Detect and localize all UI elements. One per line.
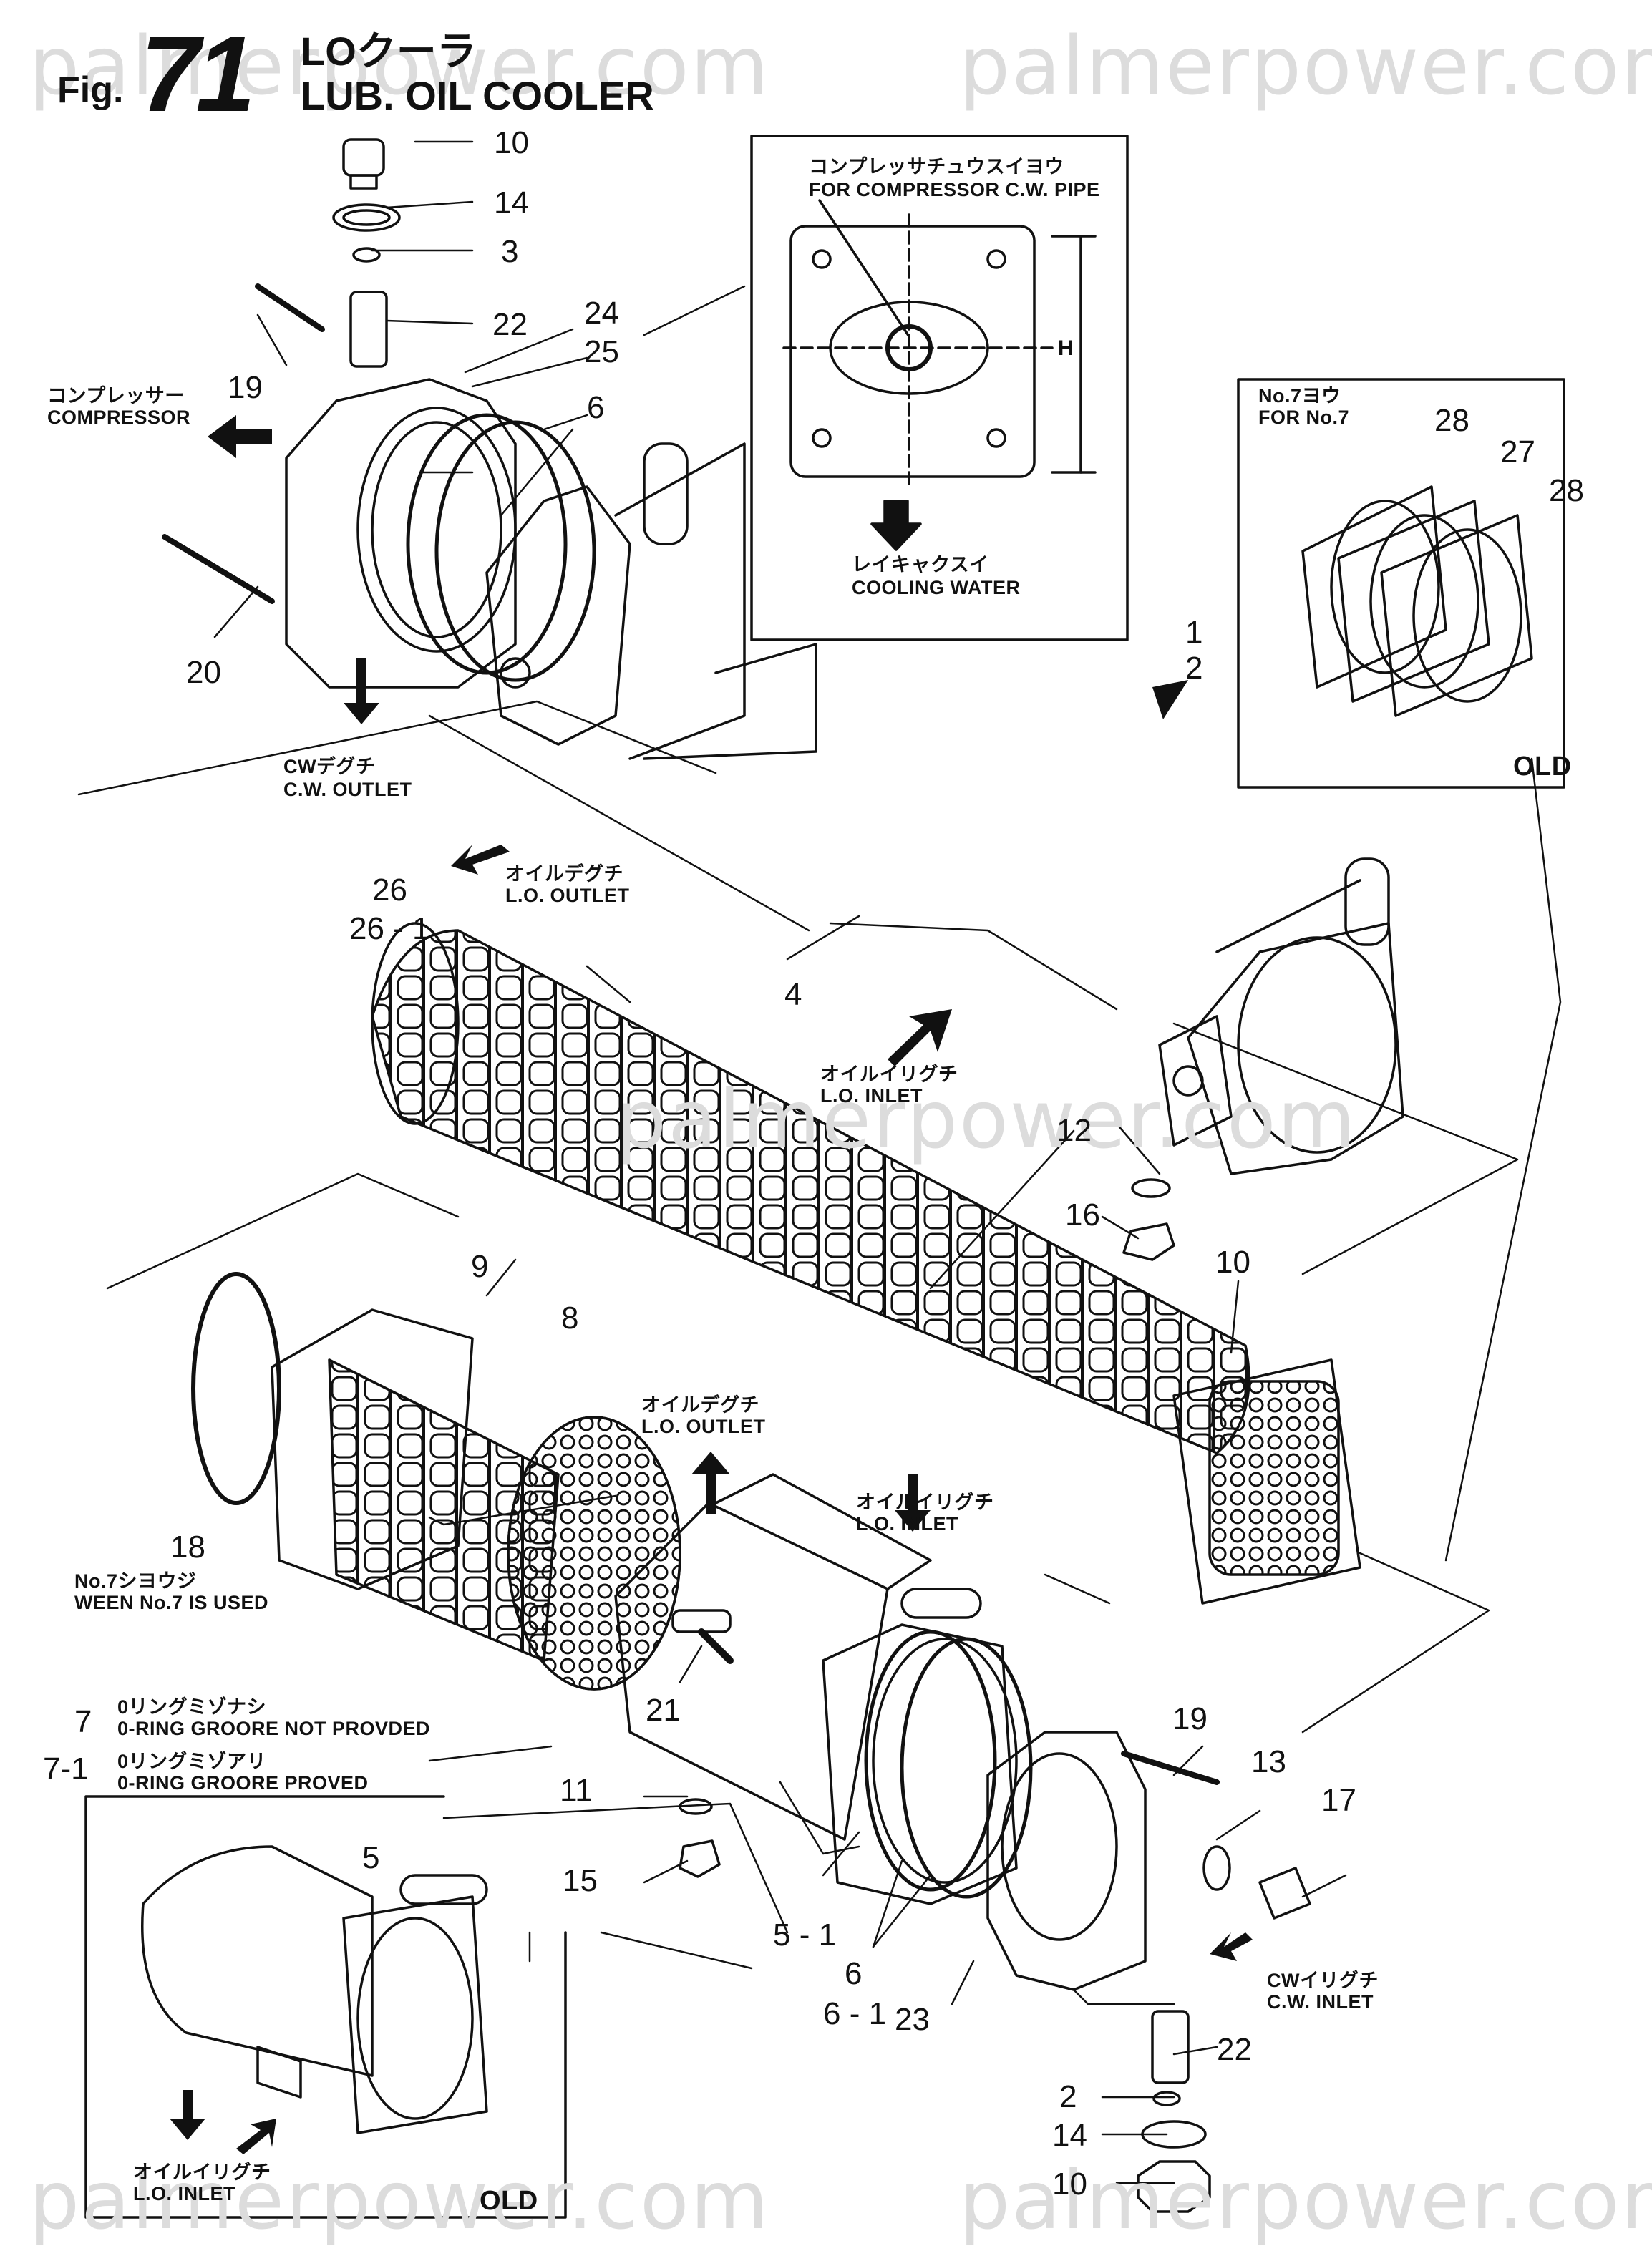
callout-8: 8 [561, 1300, 579, 1336]
callout-1: 1 [1185, 615, 1203, 650]
callout-17: 17 [1321, 1783, 1356, 1818]
callout-28-a: 28 [1434, 403, 1469, 438]
old-label-bottom: OLD [480, 2186, 538, 2216]
callout-6-top: 6 [587, 390, 605, 425]
callout-10-bottom: 10 [1052, 2167, 1087, 2202]
watermark-top-right: palmerpower.com [959, 20, 1652, 113]
oring-provided-en: 0-RING GROORE PROVED [117, 1772, 369, 1794]
lo-inlet-label-2-en: L.O. INLET [856, 1513, 958, 1535]
callout-5-1: 5 - 1 [773, 1917, 837, 1953]
callout-11: 11 [560, 1773, 593, 1808]
cooling-water-label-jp: レイキャクスイ [852, 554, 989, 575]
callout-10-top: 10 [494, 125, 529, 160]
callout-10-mid: 10 [1215, 1245, 1250, 1280]
callout-26-1: 26 - 1 [349, 911, 430, 946]
compressor-label-jp: コンプレッサー [47, 385, 185, 407]
cw-inlet-label-en: C.W. INLET [1267, 1991, 1374, 2013]
compressor-pipe-label-en: FOR COMPRESSOR C.W. PIPE [809, 179, 1100, 200]
oring-provided-jp: 0リングミゾアリ [117, 1751, 267, 1772]
dimension-h-label: H [1058, 336, 1074, 360]
no7-note-jp: No.7シヨウジ [74, 1570, 197, 1592]
callout-4: 4 [784, 977, 802, 1012]
callout-6-bottom: 6 [845, 1956, 863, 1991]
cw-outlet-label-en: C.W. OUTLET [283, 779, 412, 800]
callout-22-top: 22 [492, 307, 528, 342]
watermark-bottom-left: palmerpower.com [29, 2154, 770, 2247]
callout-3: 3 [501, 234, 519, 269]
compressor-pipe-label-jp: コンプレッサチュウスイヨウ [809, 156, 1064, 178]
callout-7: 7 [74, 1704, 92, 1739]
cooling-water-label-en: COOLING WATER [852, 577, 1021, 598]
watermark-middle: palmerpower.com [616, 1074, 1357, 1167]
title-english: LUB. OIL COOLER [301, 73, 654, 118]
callout-28-b: 28 [1549, 473, 1584, 508]
callout-5: 5 [362, 1840, 380, 1875]
callout-27: 27 [1500, 434, 1535, 470]
callout-25: 25 [584, 334, 619, 369]
callout-18: 18 [170, 1530, 205, 1565]
compressor-label-en: COMPRESSOR [47, 407, 191, 428]
cw-outlet-label-jp: CWデグチ [283, 756, 376, 777]
lo-outlet-label-2-jp: オイルデグチ [641, 1394, 759, 1416]
lo-inlet-label-3-jp: オイルイリグチ [133, 2162, 271, 2183]
callout-19-top: 19 [228, 370, 263, 405]
callout-15: 15 [563, 1863, 598, 1898]
oring-not-provided-jp: 0リングミゾナシ [117, 1696, 267, 1718]
watermark-bottom-right: palmerpower.com [959, 2154, 1652, 2247]
callout-22-bottom: 22 [1217, 2032, 1252, 2067]
lo-inlet-label-3-en: L.O. INLET [133, 2183, 235, 2204]
lo-inlet-label-jp: オイルイリグチ [820, 1064, 958, 1085]
for-no7-label-en: FOR No.7 [1258, 407, 1350, 428]
callout-6-1: 6 - 1 [823, 1996, 887, 2031]
callout-16: 16 [1065, 1197, 1100, 1232]
callout-14-bottom: 14 [1052, 2118, 1087, 2153]
callout-19-bottom: 19 [1172, 1701, 1208, 1736]
cw-inlet-label-jp: CWイリグチ [1267, 1970, 1379, 1991]
for-no7-label-jp: No.7ヨウ [1258, 385, 1341, 407]
callout-23: 23 [895, 2002, 930, 2037]
callout-2-bottom: 2 [1059, 2079, 1077, 2114]
callout-24: 24 [584, 296, 619, 331]
callout-26: 26 [372, 872, 407, 908]
lo-outlet-label-en: L.O. OUTLET [505, 885, 630, 906]
callout-14-top: 14 [494, 185, 529, 220]
callout-12: 12 [1056, 1113, 1092, 1148]
callout-2: 2 [1185, 651, 1203, 686]
no7-note-en: WEEN No.7 IS USED [74, 1592, 269, 1613]
callout-21: 21 [646, 1693, 681, 1728]
watermark-top-left: palmerpower.com [29, 20, 770, 113]
fig-number: 71 [140, 14, 256, 134]
title-japanese: LOクーラ [301, 29, 477, 74]
callout-9: 9 [471, 1249, 489, 1284]
callout-20: 20 [186, 655, 221, 690]
callout-7-1: 7-1 [43, 1751, 89, 1786]
callout-13: 13 [1251, 1744, 1286, 1779]
lo-outlet-label-jp: オイルデグチ [505, 863, 623, 885]
lo-inlet-label-en: L.O. INLET [820, 1085, 923, 1107]
oring-not-provided-en: 0-RING GROORE NOT PROVDED [117, 1718, 431, 1739]
lo-inlet-label-2-jp: オイルイリグチ [856, 1492, 994, 1513]
fig-prefix: Fig. [57, 69, 124, 111]
old-label-top: OLD [1513, 752, 1572, 782]
lo-outlet-label-2-en: L.O. OUTLET [641, 1416, 766, 1437]
